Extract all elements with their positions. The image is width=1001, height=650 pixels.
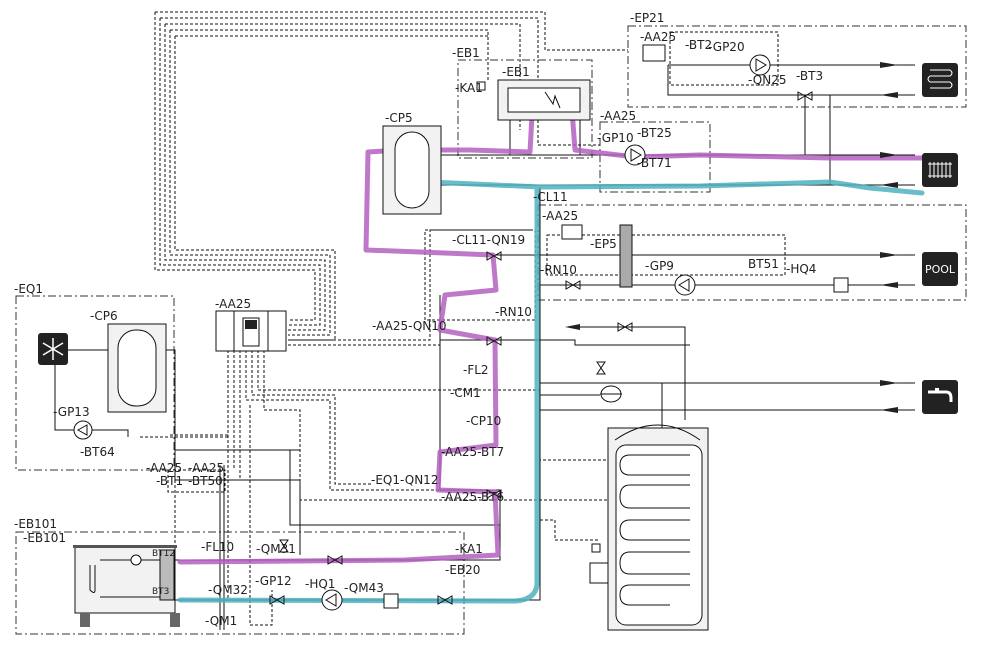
label-gp13: -GP13 xyxy=(53,405,90,419)
return-flow-highlight xyxy=(177,179,925,604)
label-bt3: BT3 xyxy=(152,587,169,597)
label-cl11-qn19: -CL11-QN19 xyxy=(452,233,525,247)
label-eq1: -EQ1 xyxy=(14,282,43,296)
snowflake-icon xyxy=(38,333,68,365)
label-bt1: -BT1 xyxy=(156,474,183,488)
label-fl2: -FL2 xyxy=(463,363,489,377)
ep5-heat-exchanger xyxy=(619,224,633,288)
control-cables-top xyxy=(154,11,628,352)
label-hq4: -HQ4 xyxy=(786,262,816,276)
label-bt25: -BT25 xyxy=(637,126,672,140)
pump-icons xyxy=(73,54,771,611)
label-aa25-bt6: -AA25-BT6 xyxy=(441,490,504,504)
label-eb1: -EB1 xyxy=(502,65,530,79)
pool-label: POOL xyxy=(925,263,956,276)
label-ka1: -KA1 xyxy=(455,542,483,556)
label-rn10: -RN10 xyxy=(495,305,532,319)
label-hq1: -HQ1 xyxy=(305,577,335,591)
valve-icons xyxy=(269,91,813,605)
floor-heating-icon xyxy=(922,63,958,97)
label-bt50: -BT50 xyxy=(188,474,223,488)
tap-icon xyxy=(922,380,958,414)
label-eb20: -EB20 xyxy=(445,563,480,577)
label-bt64: -BT64 xyxy=(80,445,115,459)
label-cm1: -CM1 xyxy=(450,386,481,400)
cp6-cooling-tank xyxy=(107,323,167,413)
radiator-icon xyxy=(922,153,958,187)
label-qm32: -QM32 xyxy=(208,583,248,597)
label-bt2: -BT2 xyxy=(685,38,712,52)
label-qm43: -QM43 xyxy=(344,581,384,595)
label-qn25: -QN25 xyxy=(748,73,786,87)
label-bt71: -BT71 xyxy=(637,156,672,170)
label-bt12: BT12 xyxy=(152,549,175,559)
flow-arrows xyxy=(565,62,898,413)
component-labels: -EP21 -AA25 -BT2 -GP20 -QN25 -BT3 -EB1 -… xyxy=(14,11,823,628)
eb1-ka1-relay xyxy=(476,81,486,91)
label-ep5: -EP5 xyxy=(590,237,617,251)
eb101-outdoor-unit xyxy=(73,545,180,627)
label-cp5: -CP5 xyxy=(385,111,413,125)
label-eb101: -EB101 xyxy=(23,531,66,545)
label-qm31: -QM31 xyxy=(256,542,296,556)
label-aa25-bt7: -AA25-BT7 xyxy=(441,445,504,459)
cp10-hot-water-tank xyxy=(607,424,709,631)
label-eb101-group: -EB101 xyxy=(14,517,57,531)
label-gp10: -GP10 xyxy=(597,131,634,145)
label-cl11-aa25: -AA25 xyxy=(542,209,578,223)
label-cp10: -CP10 xyxy=(466,414,501,428)
label-bt1-aa25: -AA25 xyxy=(146,461,182,475)
cp5-buffer-tank xyxy=(382,125,442,215)
label-aa25-main: -AA25 xyxy=(215,297,251,311)
supply-flow-highlight xyxy=(177,87,928,565)
eb20-heater xyxy=(589,562,609,584)
label-bt51: BT51 xyxy=(748,257,779,271)
label-rn10-pool: -RN10 xyxy=(540,263,577,277)
pool-icon: POOL xyxy=(922,252,958,286)
label-fl10: -FL10 xyxy=(201,540,234,554)
label-ep21-aa25: -AA25 xyxy=(640,30,676,44)
ep21-aa25-module xyxy=(642,44,666,62)
label-aa25-qn10: -AA25-QN10 xyxy=(372,319,447,333)
label-gp20: -GP20 xyxy=(708,40,745,54)
cl11-aa25-module xyxy=(561,224,583,240)
ka1-relay xyxy=(591,543,601,553)
label-cl11: -CL11 xyxy=(533,190,568,204)
label-eb1-group: -EB1 xyxy=(452,46,480,60)
label-aa25-gp10: -AA25 xyxy=(600,109,636,123)
label-eq1-qn12: -EQ1-QN12 xyxy=(371,473,438,487)
label-bt3-ep21: -BT3 xyxy=(796,69,823,83)
hq1-filter xyxy=(383,593,399,609)
label-qm1: -QM1 xyxy=(205,614,237,628)
label-gp9: -GP9 xyxy=(645,259,674,273)
label-gp12: -GP12 xyxy=(255,574,292,588)
hq4-filter xyxy=(833,277,849,293)
label-ep21: -EP21 xyxy=(630,11,664,25)
aa25-control-unit[interactable] xyxy=(215,310,287,352)
label-cp6: -CP6 xyxy=(90,309,118,323)
label-eb1-ka1: -KA1 xyxy=(455,81,483,95)
label-bt50-aa25: -AA25 xyxy=(188,461,224,475)
eb1-immersion-heater xyxy=(497,79,591,121)
